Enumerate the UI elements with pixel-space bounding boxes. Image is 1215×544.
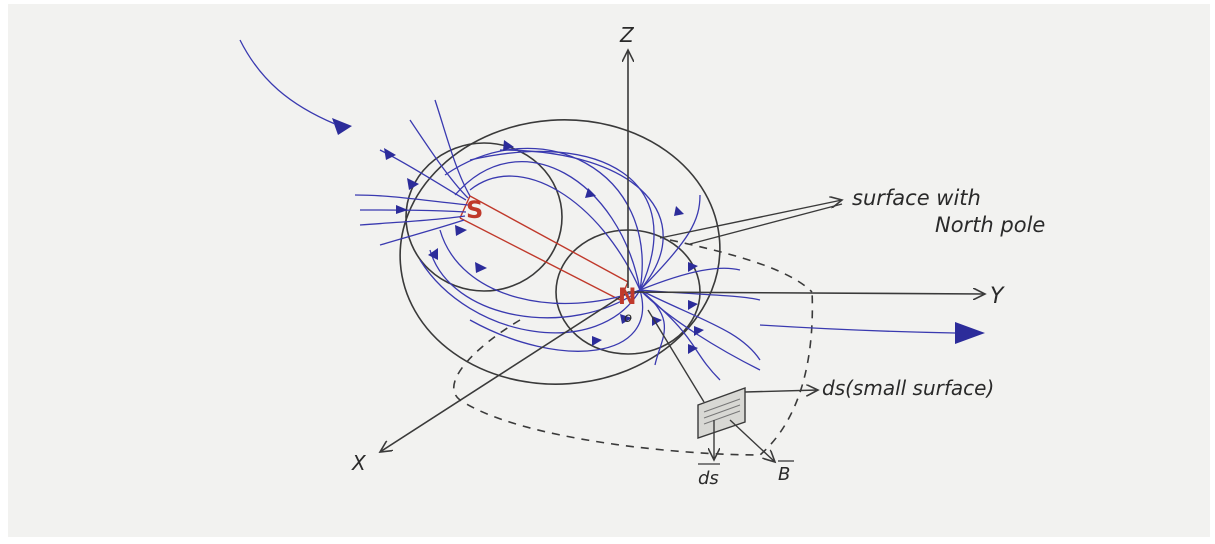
dashed-link — [669, 239, 813, 293]
surface-label-line2: North pole — [935, 213, 1045, 237]
north-pole-label: N — [618, 285, 636, 310]
ds-label: ds(small surface) — [822, 376, 994, 400]
incoming-field-curve — [239, 39, 336, 125]
b-vector-arrow — [729, 419, 775, 462]
south-pole-label: S — [466, 196, 483, 224]
field-lines — [354, 99, 956, 381]
x-axis — [380, 291, 629, 452]
ds-pointer-arrow — [744, 390, 818, 392]
y-axis-label: Y — [990, 284, 1005, 309]
south-surface-circle — [405, 142, 563, 292]
surface-label-line1: surface with — [852, 186, 981, 210]
small-surface-element — [647, 309, 746, 439]
origin-label: o — [624, 311, 632, 326]
diagram-sheet: Z Y X S N o surface with North pole ds(s… — [8, 4, 1210, 537]
ds-vector-label: ds — [698, 468, 719, 489]
dashed-hemisphere — [453, 289, 814, 456]
magnetic-flux-diagram: Z Y X S N o surface with North pole ds(s… — [239, 23, 1045, 489]
surface-pointer-lines — [659, 200, 842, 245]
y-axis — [627, 292, 985, 294]
field-arrowheads — [332, 118, 985, 354]
outer-closed-surface — [399, 119, 721, 385]
x-axis-label: X — [351, 451, 367, 475]
b-vector-label: B — [778, 464, 790, 485]
z-axis-label: Z — [619, 23, 635, 47]
